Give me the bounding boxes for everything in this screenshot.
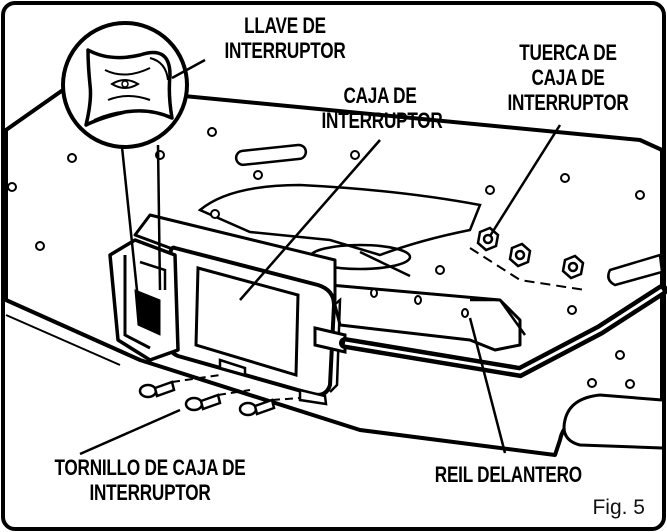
center-opening	[197, 183, 482, 257]
mounting-holes	[7, 127, 645, 389]
label-tuerca-line3: INTERRUPTOR	[507, 90, 629, 115]
figure-caption: Fig. 5	[592, 496, 645, 519]
label-tuerca-line2: CAJA DE	[531, 65, 605, 90]
switch-box-nuts	[476, 226, 585, 280]
label-tornillo-line2: INTERRUPTOR	[89, 480, 211, 505]
plate-edge	[5, 298, 556, 457]
label-llave-line2: INTERRUPTOR	[224, 38, 346, 63]
switch-box-screws	[138, 380, 276, 417]
label-tuerca-de-caja-de-interruptor: TUERCA DE CAJA DE INTERRUPTOR	[506, 40, 631, 115]
label-caja-de-interruptor: CAJA DE INTERRUPTOR	[321, 83, 443, 133]
label-tuerca-line1: TUERCA DE	[519, 40, 617, 65]
rail-holes	[370, 288, 469, 318]
label-caja-line2: INTERRUPTOR	[321, 108, 443, 133]
cord-strain-relief	[313, 326, 347, 354]
leader-lines	[79, 58, 562, 456]
plate-corner	[562, 393, 663, 450]
label-reil-delantero: REIL DELANTERO	[434, 462, 582, 487]
label-tornillo-de-caja-de-interruptor: TORNILLO DE CAJA DE INTERRUPTOR	[49, 455, 252, 505]
label-tornillo-line1: TORNILLO DE CAJA DE	[54, 455, 246, 480]
label-llave-line1: LLAVE DE	[244, 13, 326, 38]
label-llave-de-interruptor: LLAVE DE INTERRUPTOR	[215, 13, 355, 63]
plate-slot	[234, 143, 308, 167]
label-caja-line1: CAJA DE	[343, 83, 417, 108]
